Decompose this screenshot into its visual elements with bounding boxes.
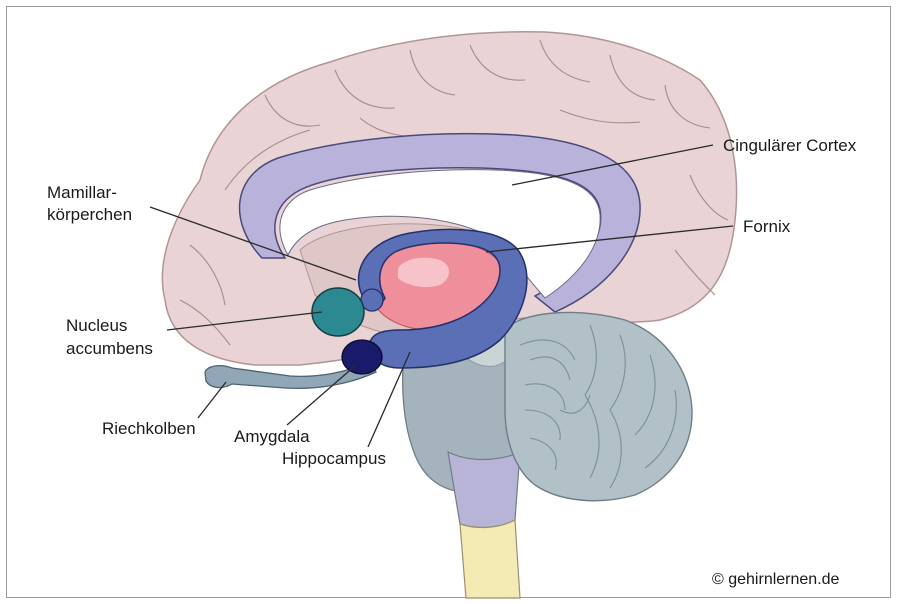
- label-nucleus-line1: Nucleus: [66, 316, 127, 335]
- spinal-cord: [460, 520, 520, 598]
- cerebellum: [505, 312, 692, 500]
- label-hippocampus: Hippocampus: [282, 449, 386, 468]
- thalamus-highlight: [398, 258, 449, 287]
- label-mamillary-line1: Mamillar-: [47, 183, 117, 202]
- label-mamillary-line2: körperchen: [47, 205, 132, 224]
- amygdala: [342, 340, 382, 374]
- label-amygdala: Amygdala: [234, 427, 310, 446]
- medulla: [448, 452, 520, 527]
- label-nucleus-line2: accumbens: [66, 339, 153, 358]
- label-olfactory-bulb: Riechkolben: [102, 419, 196, 438]
- label-fornix: Fornix: [743, 217, 791, 236]
- copyright-text: © gehirnlernen.de: [712, 571, 840, 588]
- label-cingulate-cortex: Cingulärer Cortex: [723, 136, 857, 155]
